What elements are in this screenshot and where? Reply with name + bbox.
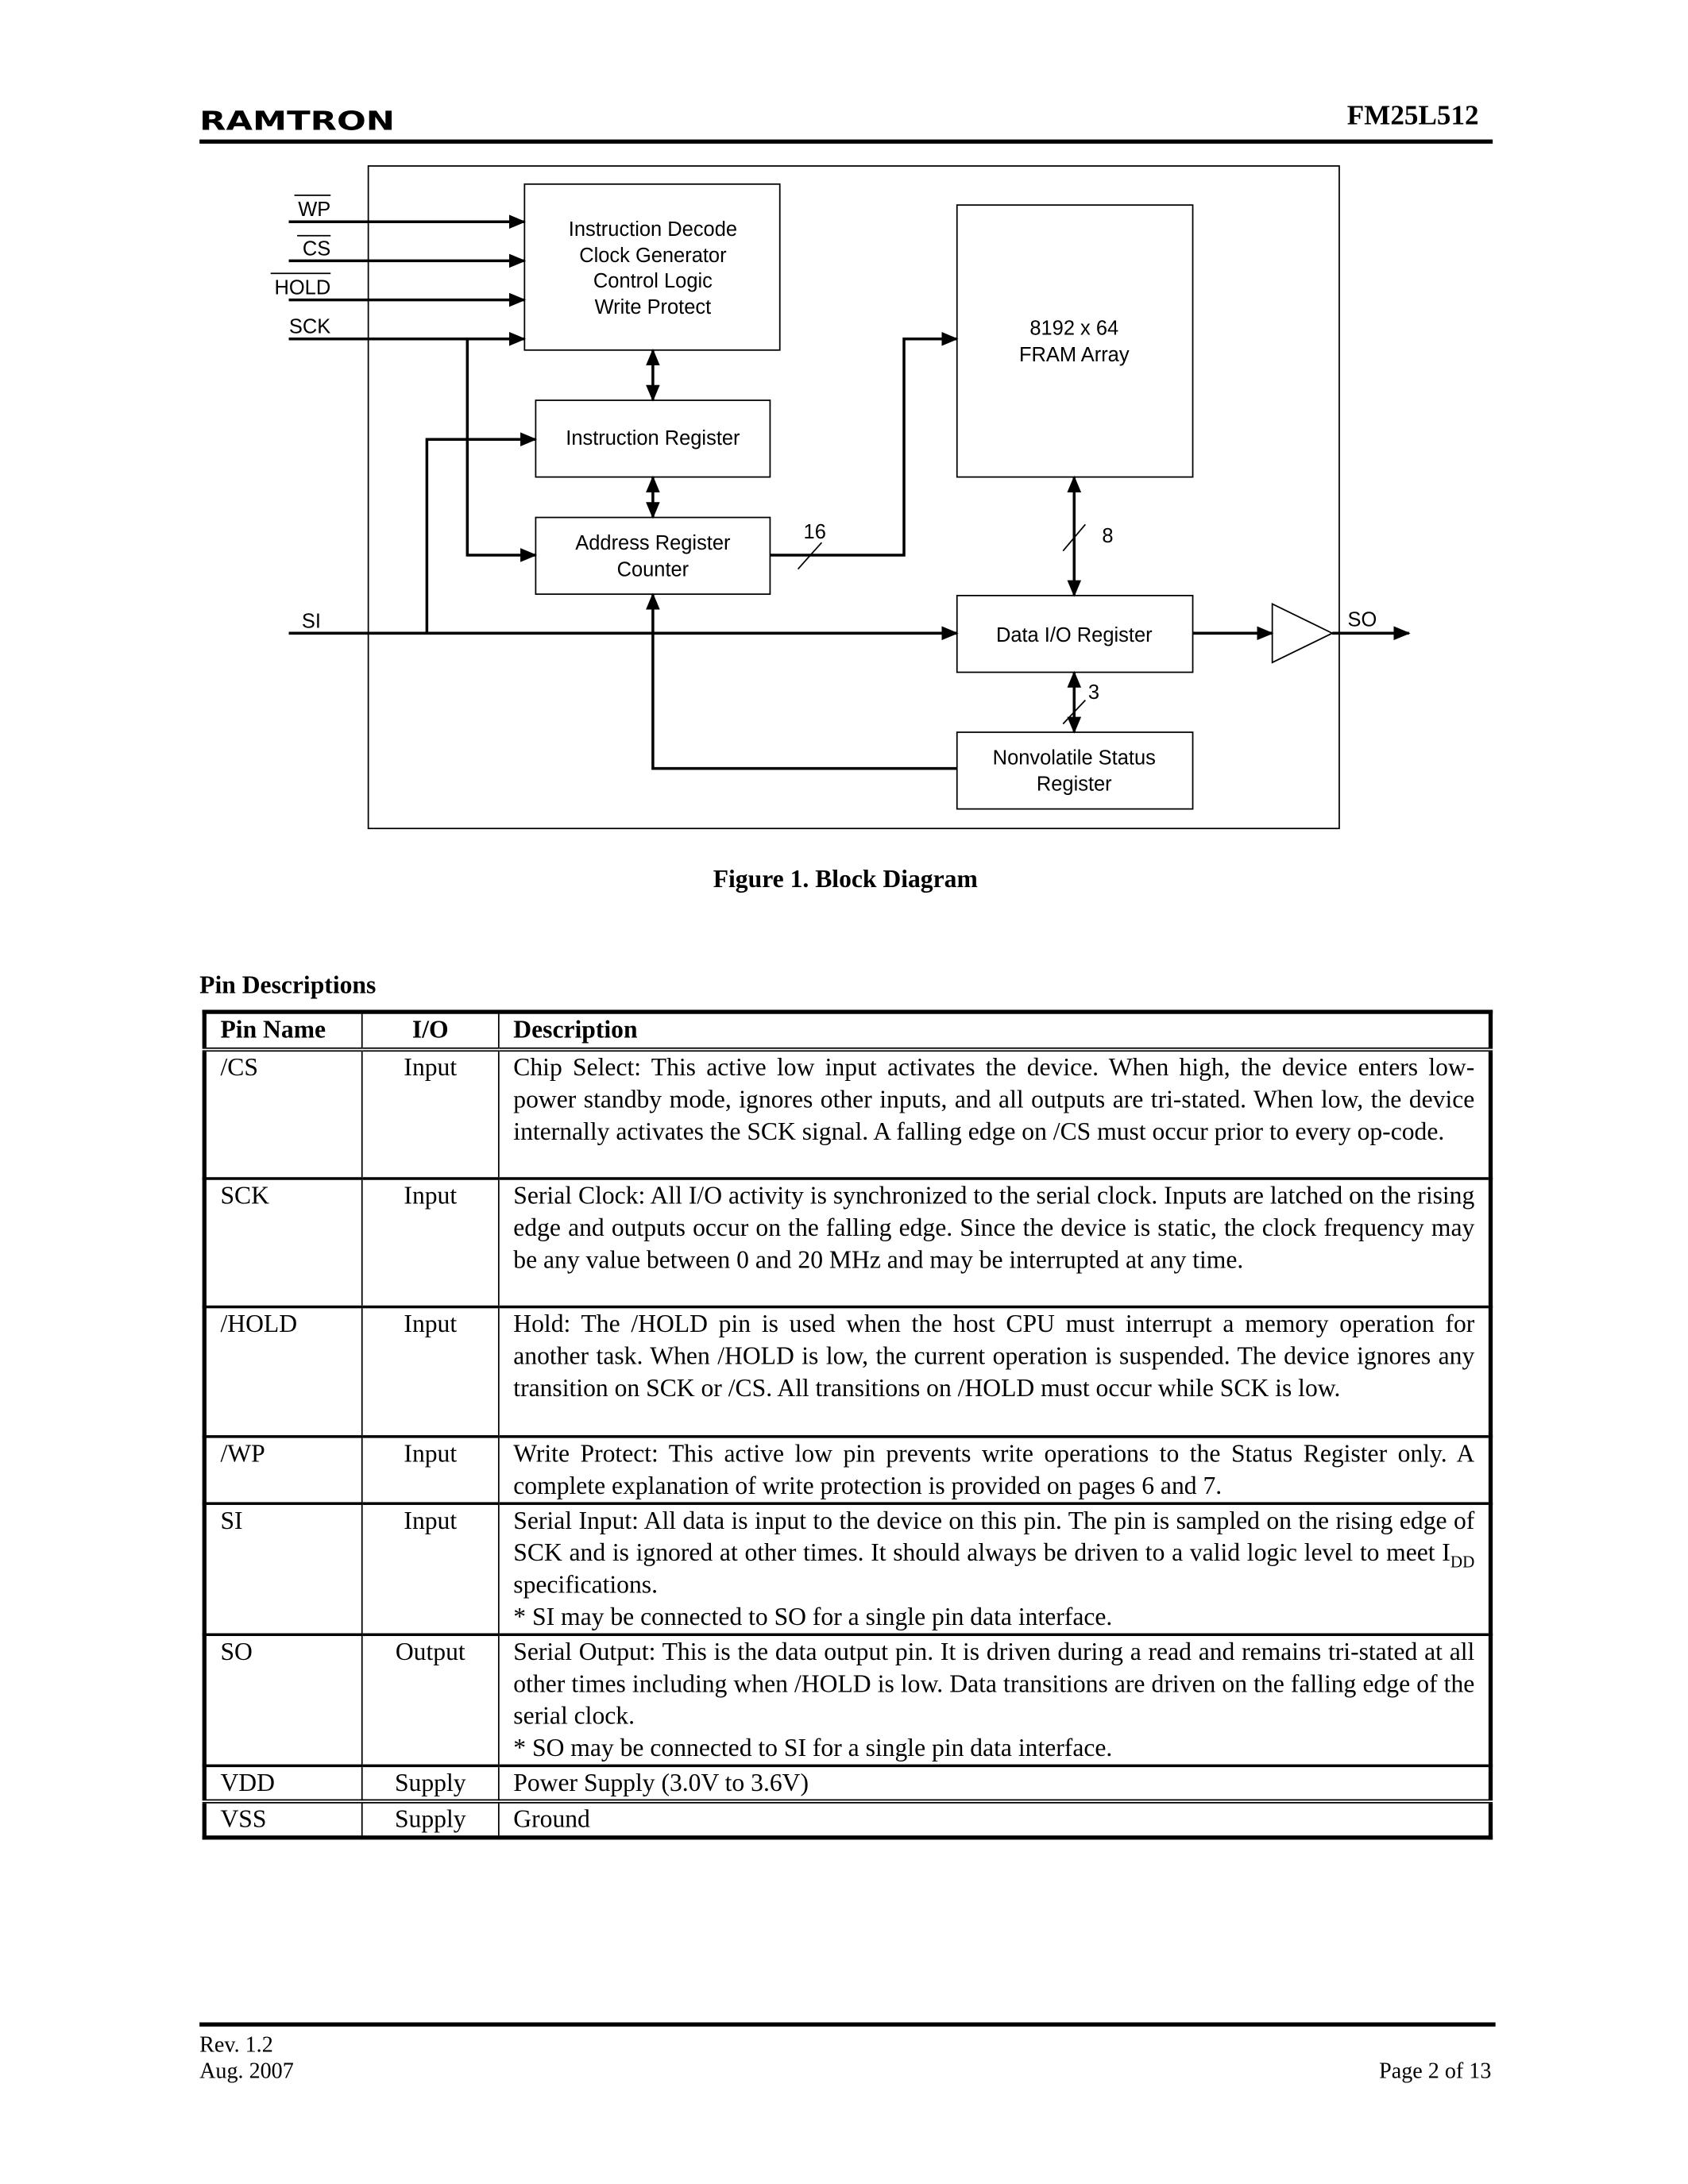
pin-description: Write Protect: This active low pin preve… bbox=[497, 1434, 1492, 1504]
chip-boundary bbox=[367, 165, 1340, 830]
address-status-line bbox=[646, 592, 957, 770]
si-to-instruction-line bbox=[425, 432, 538, 634]
control-label: Instruction Decode bbox=[569, 218, 737, 241]
data-bus-width: 8 bbox=[1102, 525, 1113, 547]
table-row: /WP Input Write Protect: This active low… bbox=[203, 1434, 1492, 1504]
address-register-block bbox=[535, 516, 771, 596]
revision: Rev. 1.2 bbox=[199, 2033, 273, 2058]
pin-io: Input bbox=[361, 1176, 500, 1307]
control-block bbox=[523, 183, 781, 351]
pin-note: * SI may be connected to SO for a single… bbox=[513, 1601, 1113, 1630]
header-rule bbox=[199, 139, 1493, 144]
address-bus bbox=[770, 331, 959, 557]
figure-caption: Figure 1. Block Diagram bbox=[713, 864, 978, 893]
status-label: Nonvolatile Status bbox=[993, 747, 1156, 769]
pin-description: Chip Select: This active low input activ… bbox=[497, 1048, 1492, 1179]
pin-description: Serial Output: This is the data output p… bbox=[497, 1632, 1492, 1766]
address-register-label: Counter bbox=[617, 558, 689, 581]
pin-description: Serial Input: All data is input to the d… bbox=[497, 1501, 1492, 1635]
pin-description: Hold: The /HOLD pin is used when the hos… bbox=[497, 1304, 1492, 1437]
column-header: I/O bbox=[361, 1011, 500, 1052]
pin-name: VSS bbox=[203, 1800, 363, 1838]
fram-label: 8192 x 64 bbox=[1029, 317, 1118, 339]
si-label: SI bbox=[302, 610, 321, 632]
pin-description: Serial Clock: All I/O activity is synchr… bbox=[497, 1176, 1492, 1307]
pin-io: Input bbox=[361, 1048, 500, 1179]
status-register-block bbox=[956, 731, 1194, 810]
svg-text:RAMTRON: RAMTRON bbox=[199, 106, 395, 133]
table-row: VDD Supply Power Supply (3.0V to 3.6V) bbox=[203, 1763, 1492, 1802]
control-label: Control Logic bbox=[593, 270, 713, 292]
pin-name: /HOLD bbox=[203, 1304, 363, 1437]
pin-name: SI bbox=[203, 1501, 363, 1635]
bus-slash bbox=[1062, 523, 1086, 552]
fram-label: FRAM Array bbox=[1019, 344, 1130, 366]
control-label: Clock Generator bbox=[579, 245, 727, 267]
table-row: SI Input Serial Input: All data is input… bbox=[203, 1501, 1492, 1635]
ramtron-logo: RAMTRON bbox=[199, 106, 395, 133]
sck-label: SCK bbox=[289, 316, 330, 338]
bus-slash bbox=[1062, 700, 1086, 725]
status-label: Register bbox=[1037, 774, 1112, 796]
pin-description: Power Supply (3.0V to 3.6V) bbox=[497, 1763, 1492, 1802]
block-diagram: WP CS HOLD SCK SI SO Instruction Decode … bbox=[270, 165, 1411, 830]
bus-slash bbox=[797, 542, 823, 570]
pin-name: VDD bbox=[203, 1763, 363, 1802]
pin-io: Supply bbox=[361, 1763, 500, 1802]
date: Aug. 2007 bbox=[199, 2059, 294, 2084]
pin-descriptions-table: Pin Name I/O Description /CS Input Chip … bbox=[202, 1009, 1493, 1839]
status-bus-width: 3 bbox=[1088, 681, 1099, 704]
pin-io: Input bbox=[361, 1501, 500, 1635]
wp-label: WP bbox=[298, 199, 330, 221]
column-header: Pin Name bbox=[203, 1011, 363, 1052]
pin-io: Input bbox=[361, 1434, 500, 1504]
pin-io: Supply bbox=[361, 1800, 500, 1838]
output-buffer bbox=[1271, 603, 1335, 664]
so-label: SO bbox=[1347, 609, 1377, 631]
table-row: VSS Supply Ground bbox=[203, 1800, 1492, 1838]
section-title: Pin Descriptions bbox=[199, 970, 377, 999]
table-row: SO Output Serial Output: This is the dat… bbox=[203, 1632, 1492, 1766]
column-header: Description bbox=[497, 1011, 1492, 1052]
page-number: Page 2 of 13 bbox=[1379, 2059, 1492, 2084]
table-row: /HOLD Input Hold: The /HOLD pin is used … bbox=[203, 1304, 1492, 1437]
table-row: /CS Input Chip Select: This active low i… bbox=[203, 1048, 1492, 1179]
part-number: FM25L512 bbox=[1346, 100, 1479, 132]
data-io-label: Data I/O Register bbox=[996, 624, 1153, 646]
pin-io: Input bbox=[361, 1304, 500, 1437]
footer-rule bbox=[199, 2022, 1496, 2027]
address-bus-width: 16 bbox=[804, 521, 826, 543]
sck-to-address-line bbox=[465, 338, 538, 562]
pin-name: /CS bbox=[203, 1048, 363, 1179]
pin-name: /WP bbox=[203, 1434, 363, 1504]
cs-label: CS bbox=[303, 237, 330, 260]
pin-note: * SO may be connected to SI for a single… bbox=[513, 1733, 1113, 1761]
hold-label: HOLD bbox=[275, 277, 331, 299]
fram-array-block bbox=[956, 204, 1194, 478]
table-header-row: Pin Name I/O Description bbox=[203, 1011, 1492, 1052]
pin-name: SCK bbox=[203, 1176, 363, 1307]
pin-name: SO bbox=[203, 1632, 363, 1766]
instruction-register-label: Instruction Register bbox=[566, 427, 740, 450]
address-register-label: Address Register bbox=[575, 532, 731, 554]
pin-io: Output bbox=[361, 1632, 500, 1766]
control-label: Write Protect bbox=[595, 296, 712, 318]
table-row: SCK Input Serial Clock: All I/O activity… bbox=[203, 1176, 1492, 1307]
pin-description: Ground bbox=[497, 1800, 1492, 1838]
